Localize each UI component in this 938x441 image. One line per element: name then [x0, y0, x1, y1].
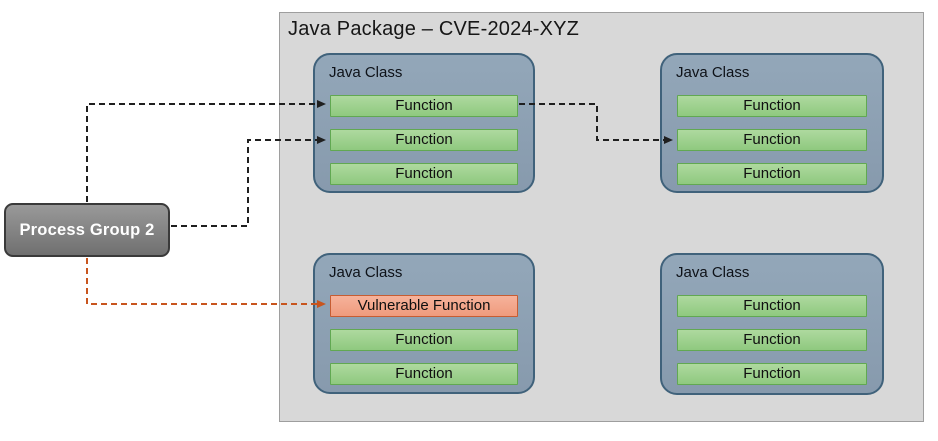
function-box: Function: [677, 363, 867, 385]
vulnerable-function-box: Vulnerable Function: [330, 295, 518, 317]
function-box: Function: [330, 95, 518, 117]
java-class-label: Java Class: [676, 64, 750, 81]
function-box: Function: [330, 163, 518, 185]
function-box: Function: [677, 329, 867, 351]
function-box: Function: [677, 295, 867, 317]
java-class-box-bottom-right: Java Class Function Function Function: [660, 253, 884, 395]
java-class-label: Java Class: [329, 264, 403, 281]
function-box: Function: [330, 129, 518, 151]
java-class-label: Java Class: [676, 264, 750, 281]
function-box: Function: [330, 363, 518, 385]
java-package-title: Java Package – CVE-2024-XYZ: [288, 18, 580, 40]
function-box: Function: [330, 329, 518, 351]
function-box: Function: [677, 95, 867, 117]
java-class-box-top-left: Java Class Function Function Function: [313, 53, 535, 193]
java-class-box-bottom-left: Java Class Vulnerable Function Function …: [313, 253, 535, 394]
java-class-label: Java Class: [329, 64, 403, 81]
java-class-box-top-right: Java Class Function Function Function: [660, 53, 884, 193]
process-group-label: Process Group 2: [19, 220, 155, 239]
function-box: Function: [677, 163, 867, 185]
process-group-box: Process Group 2: [4, 203, 170, 257]
function-box: Function: [677, 129, 867, 151]
